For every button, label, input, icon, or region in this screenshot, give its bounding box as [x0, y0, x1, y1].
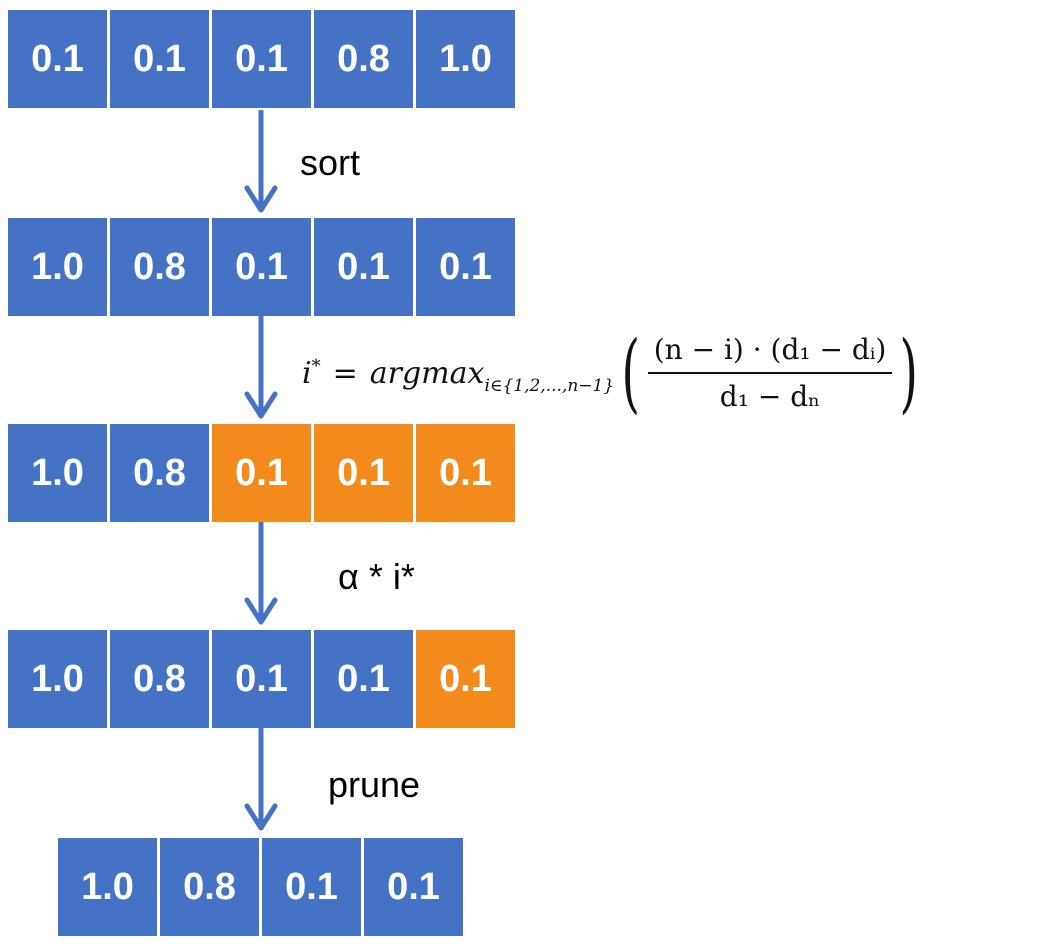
formula-fraction: (n − i) · (d₁ − dᵢ) d₁ − dₙ [647, 333, 893, 413]
array-cell: 0.8 [110, 424, 209, 522]
array-cell: 0.8 [110, 630, 209, 728]
array-cell: 1.0 [8, 630, 107, 728]
array-cell: 1.0 [8, 218, 107, 316]
formula-subscript: i∈{1,2,...,n−1} [484, 376, 615, 396]
array-cell: 0.1 [212, 630, 311, 728]
array-cell-highlighted: 0.1 [416, 630, 515, 728]
array-cell: 0.1 [314, 630, 413, 728]
array-cell: 1.0 [416, 10, 515, 108]
step-label-sort: sort [300, 142, 361, 183]
formula-lhs: i* [302, 355, 321, 391]
arrow-scale [244, 522, 278, 625]
array-cell: 1.0 [8, 424, 107, 522]
array-cell: 0.8 [160, 838, 259, 936]
array-row-pruned: 1.0 0.8 0.1 0.1 [58, 838, 463, 936]
step-label-prune: prune [328, 764, 421, 805]
formula-numerator: (n − i) · (d₁ − dᵢ) [653, 333, 887, 366]
array-cell: 0.1 [212, 218, 311, 316]
array-cell: 0.8 [110, 218, 209, 316]
array-cell: 1.0 [58, 838, 157, 936]
array-cell-highlighted: 0.1 [212, 424, 311, 522]
arrow-sort [244, 110, 278, 213]
array-cell: 0.1 [8, 10, 107, 108]
formula-fraction-bar [647, 372, 893, 374]
argmax-formula: i* = argmax i∈{1,2,...,n−1} ( (n − i) · … [302, 328, 922, 418]
array-row-split: 1.0 0.8 0.1 0.1 0.1 [8, 424, 515, 522]
array-row-sorted: 1.0 0.8 0.1 0.1 0.1 [8, 218, 515, 316]
formula-function: argmax [369, 355, 485, 391]
array-cell-highlighted: 0.1 [314, 424, 413, 522]
formula-denominator: d₁ − dₙ [719, 380, 821, 413]
step-label-scale: α * i* [338, 556, 415, 597]
array-cell-highlighted: 0.1 [416, 424, 515, 522]
arrow-prune [244, 728, 278, 831]
formula-open-paren: ( [621, 323, 641, 423]
array-cell: 0.8 [314, 10, 413, 108]
array-row-input: 0.1 0.1 0.1 0.8 1.0 [8, 10, 515, 108]
array-cell: 0.1 [110, 10, 209, 108]
formula-equals: = [332, 355, 358, 391]
array-cell: 0.1 [262, 838, 361, 936]
arrow-argmax [244, 316, 278, 419]
array-cell: 0.1 [212, 10, 311, 108]
array-cell: 0.1 [364, 838, 463, 936]
array-row-scaled: 1.0 0.8 0.1 0.1 0.1 [8, 630, 515, 728]
formula-close-paren: ) [899, 323, 919, 423]
array-cell: 0.1 [314, 218, 413, 316]
array-cell: 0.1 [416, 218, 515, 316]
